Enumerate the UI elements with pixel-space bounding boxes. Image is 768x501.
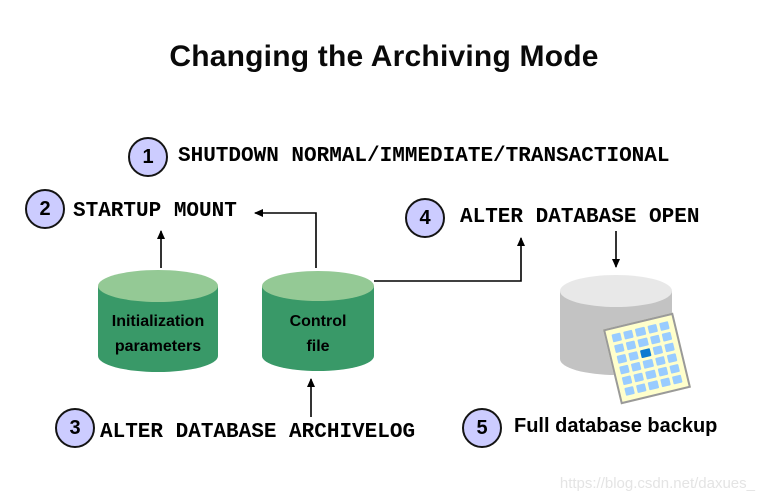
grid-cell xyxy=(654,356,666,366)
label-line-1: Control xyxy=(289,313,347,330)
grid-cell xyxy=(671,374,683,385)
grid-cell xyxy=(652,345,663,356)
initialization-parameters-label: Initialization parameters xyxy=(88,309,228,359)
cylinder-top xyxy=(262,271,374,301)
grid-cell xyxy=(614,343,625,354)
step-3-badge: 3 xyxy=(55,408,95,448)
grid-cell xyxy=(637,337,649,348)
step-5-label: Full database backup xyxy=(514,415,718,437)
label-line-2: file xyxy=(306,338,330,355)
grid-cell xyxy=(625,340,637,351)
grid-cell xyxy=(657,366,669,377)
grid-cell xyxy=(659,377,671,388)
cylinder-body xyxy=(98,286,218,372)
grid-cell xyxy=(669,363,680,374)
grid-cell xyxy=(648,380,659,391)
grid-cell-highlight xyxy=(640,348,652,359)
step-5-badge: 5 xyxy=(462,408,502,448)
step-4-number: 4 xyxy=(419,206,431,229)
label-line-2: parameters xyxy=(114,338,202,355)
grid-cell xyxy=(658,321,670,332)
grid-cell xyxy=(649,334,661,345)
arrow-controlfile-to-alter-database-open xyxy=(374,237,525,282)
step-1-number: 1 xyxy=(142,145,154,168)
step-5-number: 5 xyxy=(476,416,488,439)
step-2-label: STARTUP MOUNT xyxy=(73,200,237,223)
grid-cell xyxy=(642,358,654,369)
grid-cell xyxy=(647,323,658,334)
cylinder-top xyxy=(560,275,672,307)
step-1-badge: 1 xyxy=(128,137,168,177)
grid-cell xyxy=(628,351,640,361)
grid-cell xyxy=(661,331,673,342)
step-4-badge: 4 xyxy=(405,198,445,238)
arrow-controlfile-to-startup-mount xyxy=(254,209,317,268)
control-file-label: Control file xyxy=(258,309,378,359)
control-file-cylinder xyxy=(262,271,374,371)
grid-cell xyxy=(616,353,628,364)
step-2-badge: 2 xyxy=(25,189,65,229)
label-line-1: Initialization xyxy=(111,313,205,330)
step-2-number: 2 xyxy=(39,197,51,220)
step-4-label: ALTER DATABASE OPEN xyxy=(460,206,700,229)
grid-cell xyxy=(621,375,633,386)
step-3-number: 3 xyxy=(69,416,81,439)
grid-cell xyxy=(619,364,630,375)
initialization-parameters-cylinder xyxy=(98,270,218,372)
grid-cell xyxy=(611,332,623,343)
grid-cell xyxy=(631,361,642,372)
step-1-label: SHUTDOWN NORMAL/IMMEDIATE/TRANSACTIONAL xyxy=(178,145,670,168)
grid-cell xyxy=(623,329,635,340)
watermark: https://blog.csdn.net/daxues_ xyxy=(559,475,755,492)
grid-cell xyxy=(633,372,645,383)
grid-cell xyxy=(636,383,647,394)
cylinder-top xyxy=(98,270,218,302)
grid-cell xyxy=(645,369,657,380)
cylinder-body xyxy=(262,286,374,371)
step-3-label: ALTER DATABASE ARCHIVELOG xyxy=(100,421,416,444)
page-title: Changing the Archiving Mode xyxy=(169,40,599,73)
grid-cell xyxy=(635,326,646,337)
grid-cell xyxy=(664,342,675,353)
grid-cell xyxy=(666,353,678,364)
grid-cell xyxy=(624,385,636,396)
